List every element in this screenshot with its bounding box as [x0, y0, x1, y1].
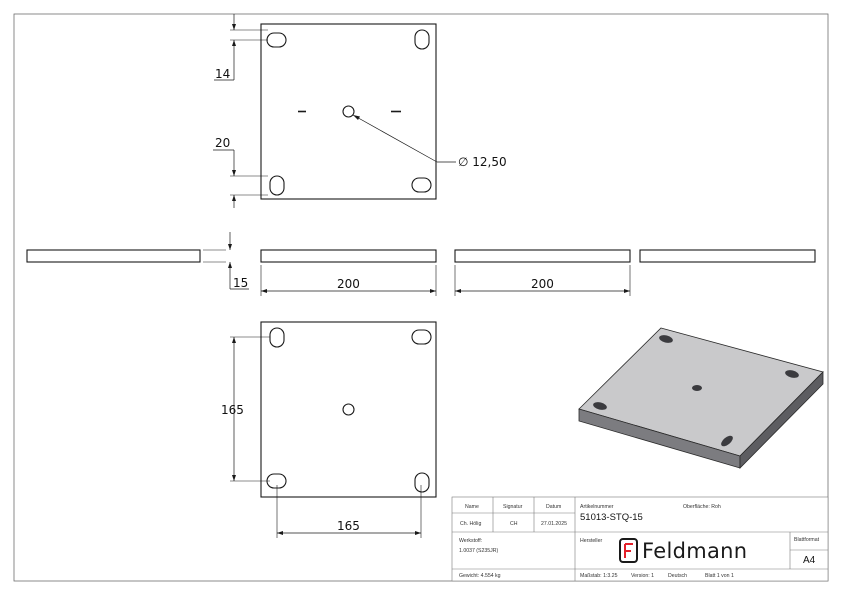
side-views: 15 200 200	[26, 232, 816, 296]
tb-col-datum: Datum	[546, 504, 561, 510]
iso-hole-back	[659, 335, 673, 343]
plate-outline-top	[260, 23, 437, 200]
tb-gewicht: Gewicht: 4.554 kg	[459, 573, 501, 579]
isometric-view	[578, 327, 824, 469]
tb-oberflaeche: Oberfläche: Roh	[683, 504, 721, 510]
dimension-165-horizontal: 165	[276, 485, 422, 538]
dimension-14: 14	[214, 14, 268, 81]
dimension-200-front: 200	[260, 265, 437, 296]
dim-label-165-horizontal: 165	[337, 519, 360, 533]
tb-artikelnummer-value: 51013-STQ-15	[580, 512, 643, 523]
tb-version: Version: 1	[631, 573, 654, 579]
dim-label-165-vertical: 165	[221, 403, 244, 417]
side-view-left	[26, 249, 201, 263]
iso-hole-right	[785, 370, 799, 378]
right-view	[454, 249, 631, 263]
title-block: Name Signatur Datum Ch. Hölig CH 27.01.2…	[451, 496, 829, 582]
slot-hole-b-top-right	[411, 329, 432, 345]
tb-werkstoff-value: 1.0037 (S235JR)	[459, 548, 498, 554]
dim-label-20: 20	[215, 136, 230, 150]
tb-blattformat-value: A4	[803, 555, 816, 566]
bottom-view: 165 165	[221, 321, 437, 538]
front-view	[260, 249, 437, 263]
slot-hole-top-right	[414, 29, 430, 50]
dim-label-200-front: 200	[337, 277, 360, 291]
top-view: 14 20 ∅ 12,50	[213, 14, 507, 208]
tb-name-value: Ch. Hölig	[460, 521, 481, 527]
tb-artikelnummer-label: Artikelnummer	[580, 504, 614, 510]
center-hole-top	[342, 105, 355, 118]
tb-massstab: Maßstab: 1:3.25	[580, 573, 618, 579]
tb-werkstoff-label: Werkstoff:	[459, 538, 482, 544]
tb-col-signatur: Signatur	[503, 504, 523, 510]
tb-blattformat-label: Blattformat	[794, 537, 820, 543]
tb-signatur-value: CH	[510, 521, 518, 527]
hole-diameter-leader: ∅ 12,50	[352, 114, 507, 169]
slot-hole-b-top-left	[269, 327, 285, 348]
dimension-200-right: 200	[454, 265, 631, 296]
dim-label-14: 14	[215, 67, 230, 81]
feldmann-logo-icon	[619, 538, 638, 563]
dimension-165-vertical: 165	[221, 336, 270, 482]
iso-hole-left	[593, 402, 607, 410]
dim-label-200-right: 200	[531, 277, 554, 291]
iso-top-face	[578, 327, 824, 457]
dim-label-hole-diameter: ∅ 12,50	[458, 155, 507, 169]
tb-hersteller-label: Hersteller	[580, 538, 602, 544]
drawing-frame	[13, 13, 829, 582]
back-view	[639, 249, 816, 263]
tb-blatt: Blatt 1 von 1	[705, 573, 734, 579]
dimension-15: 15	[203, 232, 249, 290]
dim-label-15: 15	[233, 276, 248, 290]
tb-datum-value: 27.01.2025	[541, 521, 567, 527]
company-name: Feldmann	[642, 539, 747, 563]
iso-center-hole	[692, 385, 702, 391]
slot-hole-bottom-left	[269, 175, 285, 196]
center-hole-bottom	[342, 403, 355, 416]
iso-hole-front	[721, 435, 733, 447]
slot-hole-top-left	[266, 32, 287, 48]
iso-side-face	[739, 371, 824, 469]
tb-sprache: Deutsch	[668, 573, 687, 579]
dimension-20: 20	[213, 136, 268, 208]
slot-hole-bottom-right	[411, 177, 432, 193]
slot-hole-b-bottom-right	[414, 472, 430, 493]
tb-col-name: Name	[465, 504, 479, 510]
